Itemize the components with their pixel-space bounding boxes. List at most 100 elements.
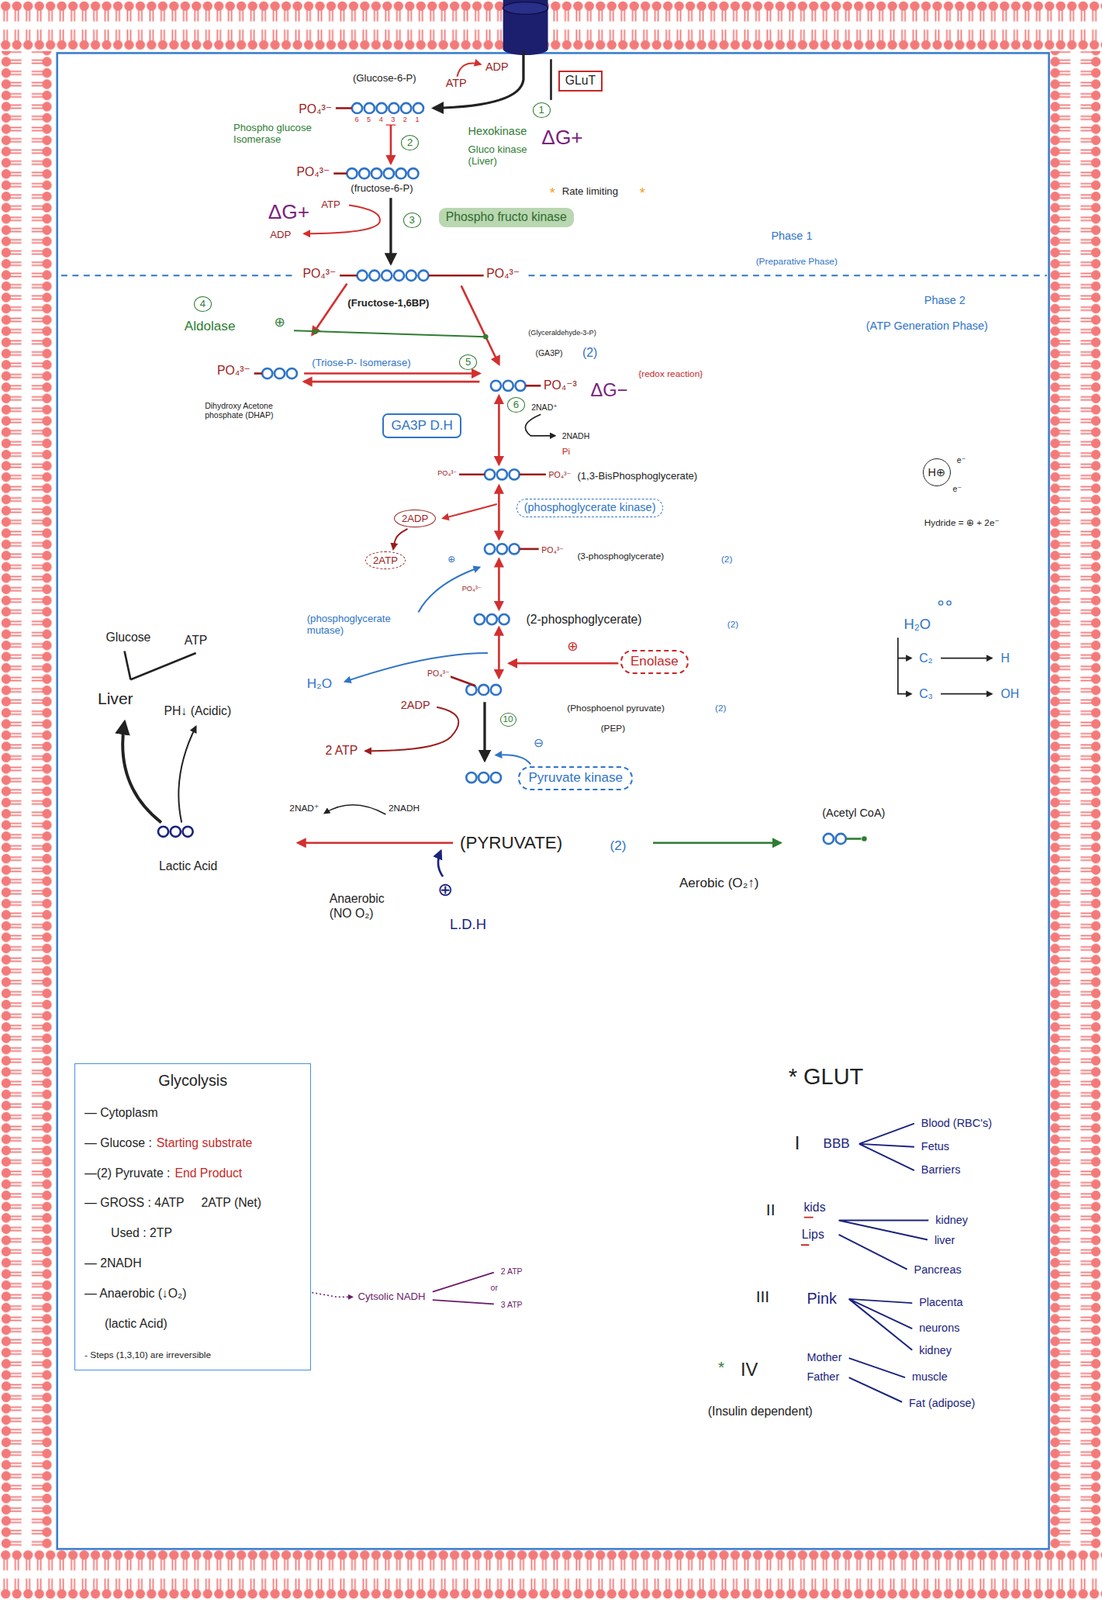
node-text: - Steps (1,3,10) are irreversible xyxy=(84,1349,211,1361)
atp-fan xyxy=(432,1272,494,1305)
text-label: PO₄³⁻ xyxy=(540,545,565,556)
text-label: neurons xyxy=(918,1321,961,1335)
phosphate-links xyxy=(339,274,484,277)
text-label: Blood (RBC's) xyxy=(920,1116,993,1130)
pathway-arrows xyxy=(497,485,501,539)
text-label: kidney xyxy=(934,1213,969,1227)
pathway-arrows xyxy=(438,850,443,877)
text-row: — Glucose :Starting substrate xyxy=(84,1136,301,1151)
text-label: Pancreas xyxy=(913,1263,963,1277)
text-label: ⊕ xyxy=(436,878,454,901)
enzyme-cloud: Pyruvate kinase xyxy=(518,766,633,791)
text-label: 2NADH xyxy=(387,802,421,814)
text-label: Gluco kinase (Liver) xyxy=(467,143,546,167)
water-split-sketch xyxy=(898,658,912,695)
text-label: ADP xyxy=(484,60,510,74)
node-text: 2ADP xyxy=(401,512,429,525)
pathway-arrows xyxy=(122,722,162,823)
pathway-arrows xyxy=(324,804,386,815)
text-label: PO₄³⁻ xyxy=(216,362,252,378)
text-label: (2) xyxy=(726,618,740,630)
node-text: Used : 2TP xyxy=(110,1226,173,1240)
pathway-arrows xyxy=(312,328,318,335)
text-label: 2NAD⁺ xyxy=(530,402,559,413)
text-label: 2 ATP xyxy=(324,743,359,759)
text-label: Phase 2 xyxy=(923,293,967,308)
text-label: (Glyceraldehyde-3-P) xyxy=(527,329,597,339)
text-label: kids xyxy=(802,1199,826,1215)
text-label: PO₄³⁻ xyxy=(548,469,573,481)
text-label: muscle xyxy=(911,1371,949,1385)
connector-arrow xyxy=(393,528,408,550)
node-text: — Cytoplasm xyxy=(84,1105,159,1120)
text-label: Anaerobic (NO O₂) xyxy=(328,891,405,920)
transporter-label-box: GLuT xyxy=(558,70,603,92)
pathway-arrows xyxy=(652,841,781,844)
text-label: II xyxy=(765,1200,777,1220)
text-label: 2 ATP xyxy=(500,1266,524,1277)
text-label: (GA3P) xyxy=(534,348,564,359)
text-label: (Preparative Phase) xyxy=(755,255,839,267)
text-label: ATP xyxy=(445,76,468,90)
callout-number: 5 xyxy=(459,354,477,370)
cell-membrane xyxy=(1049,51,1102,1549)
pathway-arrows xyxy=(497,395,501,464)
glucose-transporter xyxy=(503,0,549,49)
pathway-arrows xyxy=(456,62,481,76)
text-label: or xyxy=(490,1282,499,1293)
text-label: Rate limiting xyxy=(561,185,619,198)
phase-divider xyxy=(61,275,1047,277)
cell-membrane xyxy=(0,1548,1102,1600)
text-label: e⁻ xyxy=(956,455,967,466)
glucose-transporter xyxy=(503,0,552,101)
cell-membrane xyxy=(57,52,1050,1549)
text-label: ⊕ xyxy=(446,553,456,565)
text-label: (2) xyxy=(714,702,727,714)
phosphate-links xyxy=(449,676,476,686)
text-label: Fat (adipose) xyxy=(908,1397,976,1411)
enzyme-highlight: Phospho fructo kinase xyxy=(438,207,574,228)
text-row: 2ATP xyxy=(373,554,398,567)
pathway-arrows xyxy=(304,380,480,384)
text-label: ⊕ xyxy=(566,639,579,656)
text-label: 2NADH xyxy=(561,431,591,442)
text-label: H₂O xyxy=(306,675,333,692)
cell-membrane xyxy=(0,0,1102,52)
pathway-arrows xyxy=(293,330,486,337)
text-label: PO₄⁻³ xyxy=(542,378,578,394)
text-label: (PYRUVATE) xyxy=(459,832,564,854)
pathway-arrows xyxy=(483,334,489,340)
text-label: (phosphoglycerate mutase) xyxy=(306,612,431,636)
molecule-cloud: 2ATP xyxy=(365,551,406,570)
text-label: (ATP Generation Phase) xyxy=(865,319,989,333)
metabolite-chains xyxy=(484,469,520,480)
text-label: PO₄³⁻ xyxy=(461,585,483,595)
phosphate-links xyxy=(335,107,353,110)
text-label: Aldolase xyxy=(183,318,237,336)
text-label: Phospho glucose Isomerase xyxy=(232,121,332,146)
text-label: ΔG+ xyxy=(540,125,584,151)
text-label: e⁻ xyxy=(952,483,963,494)
pathway-arrows xyxy=(312,283,348,336)
phosphate-links xyxy=(254,372,263,375)
phosphate-links xyxy=(459,473,546,476)
pathway-arrows xyxy=(297,841,453,844)
text-row: 2ADP xyxy=(401,512,429,526)
connectors xyxy=(393,528,408,550)
glucose-transporter xyxy=(503,42,549,56)
water-split-sketch xyxy=(940,657,992,660)
metabolite-chains xyxy=(262,368,298,379)
text-row: (lactic Acid) xyxy=(84,1316,301,1332)
glucose-transporter xyxy=(549,58,553,101)
node-text: Phospho fructo kinase xyxy=(445,210,567,224)
metabolite-chains xyxy=(823,833,847,844)
text-label: (2) xyxy=(720,553,733,565)
text-row: Used : 2TP xyxy=(84,1226,301,1241)
callout-number: 1 xyxy=(532,102,551,118)
pathway-arrows xyxy=(495,754,531,764)
text-label: IV xyxy=(739,1358,759,1381)
pathway-arrows xyxy=(497,559,501,609)
metabolite-chains xyxy=(352,103,424,114)
text-label: H₂O xyxy=(902,615,932,633)
metabolite-chains xyxy=(474,614,510,625)
